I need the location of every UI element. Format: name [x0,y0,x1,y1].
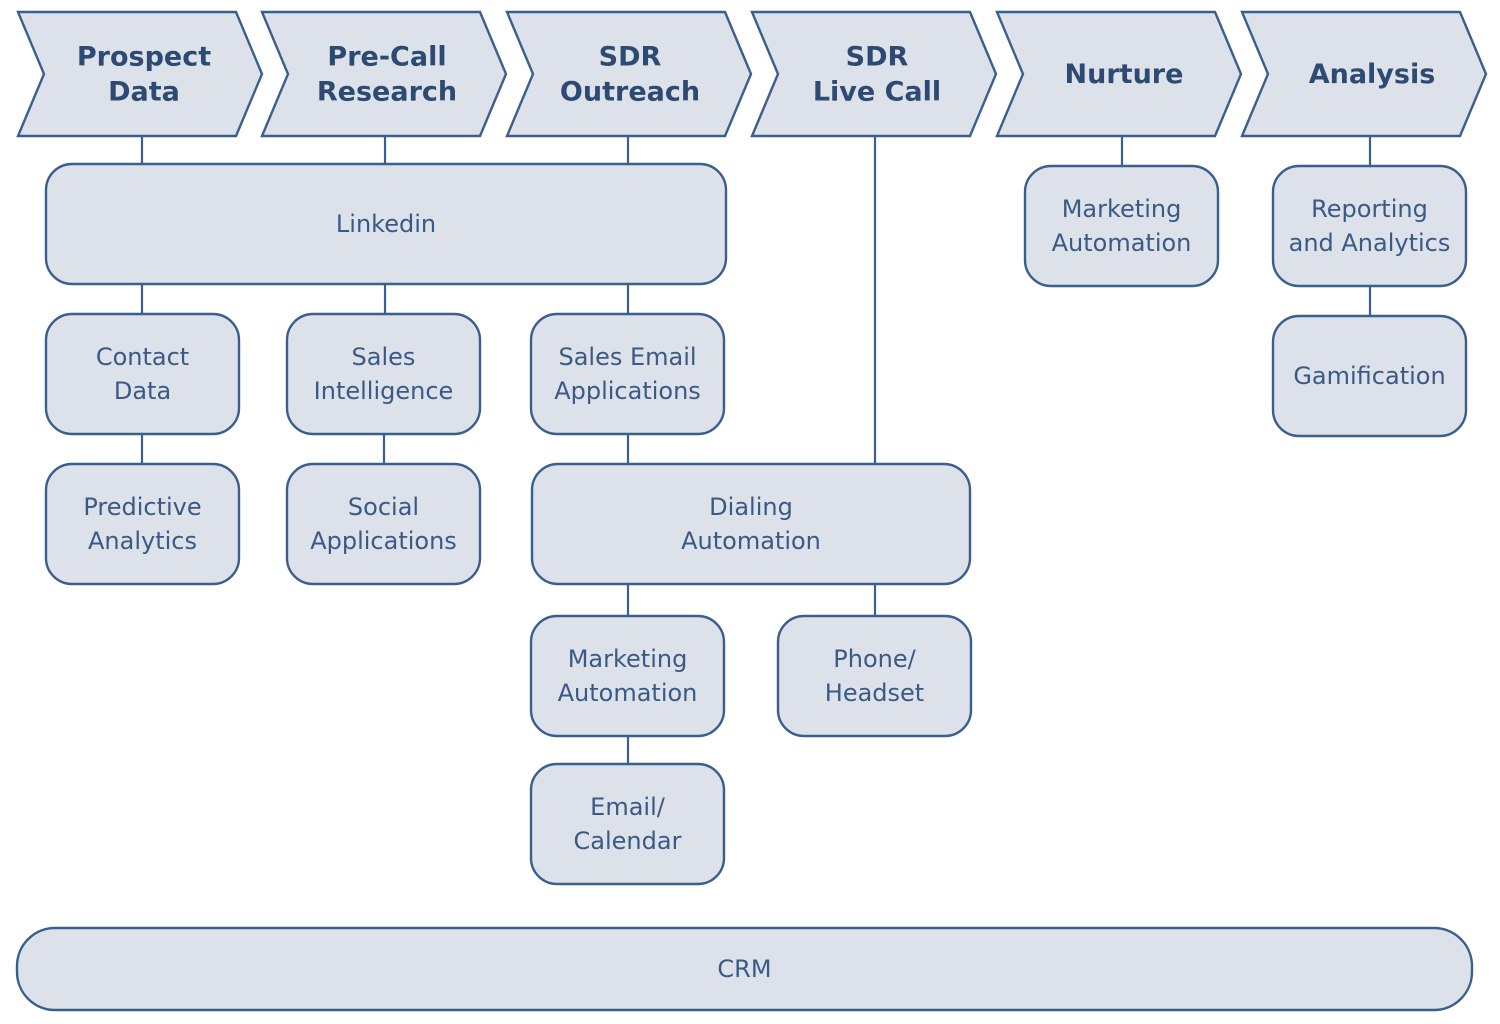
tool-box-label-predictive-analytics-line-0: Predictive [83,493,201,521]
stage-chevron-nurture [995,10,1243,138]
stage-label-pre-call-research-line-0: Pre-Call [327,42,446,73]
stage-label-pre-call-research-line-1: Research [317,77,457,108]
tool-box-label-phone-headset-line-0: Phone/ [833,645,916,673]
stage-chevron-analysis [1240,10,1488,138]
tool-box-label-contact-data-line-1: Data [114,377,171,405]
tool-box-label-contact-data-line-0: Contact [96,343,189,371]
tool-box-shape-phone-headset [776,614,973,738]
stage-chevron-sdr-outreach [505,10,753,138]
tool-box-label-sales-intelligence-line-1: Intelligence [314,377,454,405]
tool-box-label-dialing-automation-line-1: Automation [681,527,821,555]
tool-box-shape-linkedin [44,162,728,286]
tool-box-label-crm-line-0: CRM [717,955,771,983]
stage-label-sdr-live-call-line-1: Live Call [813,77,941,108]
stage-label-analysis-line-0: Analysis [1309,59,1436,90]
stage-label-sdr-live-call-line-0: SDR [846,42,909,73]
tool-box-shape-sales-email-applications [529,312,726,436]
tool-box-label-sales-intelligence-line-0: Sales [352,343,416,371]
tool-box-label-phone-headset-line-1: Headset [825,679,924,707]
connector-layer [140,136,1372,764]
tool-box-shape-contact-data [44,312,241,436]
stage-chevron-sdr-live-call [750,10,998,138]
tool-box-phone-headset: Phone/Headset [776,614,973,738]
tool-box-label-email-calendar-line-0: Email/ [590,793,666,821]
stage-chevron-prospect-data [16,10,264,138]
stage-label-prospect-data-line-0: Prospect [77,42,211,73]
tool-box-label-email-calendar-line-1: Calendar [574,827,682,855]
tool-box-label-gamification-line-0: Gamification [1293,362,1445,390]
tool-box-shape-email-calendar [529,762,726,886]
stage-chevron-pre-call-research [260,10,508,138]
stage-analysis: Analysis [1240,10,1488,138]
tool-box-reporting-analytics: Reporting and Analytics [1271,164,1468,288]
tool-box-label-social-applications-line-0: Social [348,493,419,521]
tool-box-label-sales-email-applications-line-1: Applications [554,377,701,405]
stage-label-sdr-outreach-line-1: Outreach [560,77,700,108]
tool-box-label-linkedin-line-0: Linkedin [336,210,436,238]
stage-label-sdr-outreach-line-0: SDR [599,42,662,73]
stage-sdr-outreach: SDR Outreach [505,10,753,138]
tool-box-gamification: Gamification [1271,314,1468,438]
tool-box-label-sales-email-applications-line-0: Sales Email [558,343,696,371]
tool-box-linkedin: Linkedin [44,162,728,286]
tool-box-shape-marketing-automation-nurture [1023,164,1220,288]
stage-label-prospect-data-line-1: Data [108,77,180,108]
tool-box-crm: CRM [15,926,1474,1012]
stage-label-nurture-line-0: Nurture [1065,59,1184,90]
tool-box-shape-dialing-automation [530,462,972,586]
tool-box-label-marketing-automation-nurture-line-0: Marketing [1062,195,1182,223]
tool-box-label-marketing-automation-nurture-line-1: Automation [1052,229,1192,257]
tool-box-label-social-applications-line-1: Applications [310,527,457,555]
tool-box-shape-gamification [1271,314,1468,438]
tool-box-shape-predictive-analytics [44,462,241,586]
tool-box-shape-sales-intelligence [285,312,482,436]
stage-sdr-live-call: SDR Live Call [750,10,998,138]
tool-box-label-marketing-automation-outreach-line-1: Automation [558,679,698,707]
tool-box-label-reporting-analytics-line-0: Reporting [1311,195,1428,223]
tool-box-shape-reporting-analytics [1271,164,1468,288]
tool-box-email-calendar: Email/Calendar [529,762,726,886]
tool-box-label-dialing-automation-line-0: Dialing [709,493,793,521]
tool-box-label-marketing-automation-outreach-line-0: Marketing [568,645,688,673]
tool-box-shape-marketing-automation-outreach [529,614,726,738]
stage-layer: ProspectDataPre-CallResearchSDROutreachS… [16,10,1488,138]
tool-box-label-reporting-analytics-line-1: and Analytics [1289,229,1451,257]
tool-box-label-predictive-analytics-line-1: Analytics [88,527,197,555]
tool-box-shape-crm [15,926,1474,1012]
stage-nurture: Nurture [995,10,1243,138]
tool-box-shape-social-applications [285,462,482,586]
